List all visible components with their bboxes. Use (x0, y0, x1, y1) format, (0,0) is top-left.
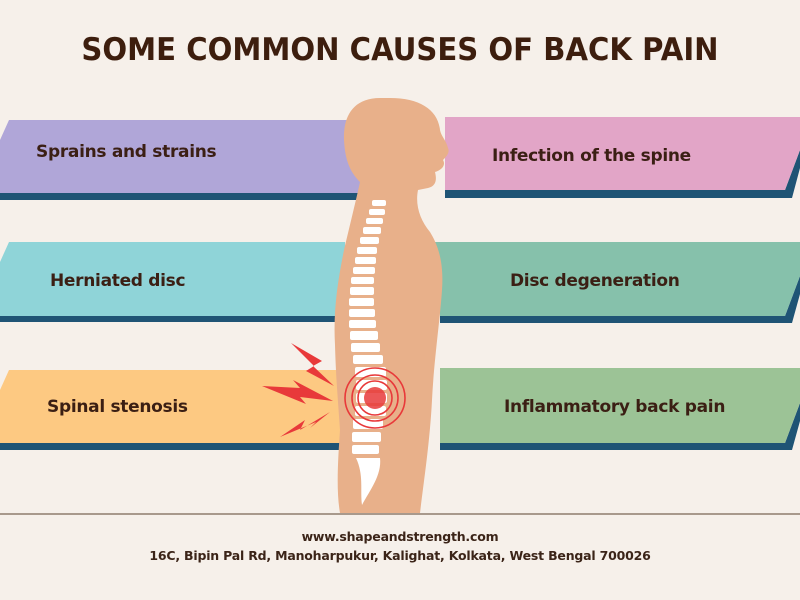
pain-rings-icon (344, 367, 406, 429)
banner-right-2 (434, 242, 800, 323)
cause-label-herniated-disc: Herniated disc (50, 271, 186, 291)
spine-icon (349, 200, 387, 505)
banner-right-3 (440, 368, 800, 450)
banner-right-1 (445, 117, 800, 198)
cause-label-sprains: Sprains and strains (36, 142, 217, 162)
cause-label-inflammatory: Inflammatory back pain (504, 397, 726, 417)
cause-label-infection: Infection of the spine (492, 146, 691, 166)
footer-divider (0, 513, 800, 515)
footer-website: www.shapeandstrength.com (301, 529, 499, 544)
banner-left-3 (0, 370, 345, 450)
page-title: SOME COMMON CAUSES OF BACK PAIN (81, 32, 719, 68)
cause-label-disc-degeneration: Disc degeneration (510, 271, 680, 291)
banner-left-2 (0, 242, 345, 322)
footer-address: 16C, Bipin Pal Rd, Manoharpukur, Kaligha… (149, 548, 651, 563)
banner-left-1 (0, 120, 362, 200)
lightning-bolt-icons (262, 343, 334, 437)
cause-label-spinal-stenosis: Spinal stenosis (47, 397, 188, 417)
